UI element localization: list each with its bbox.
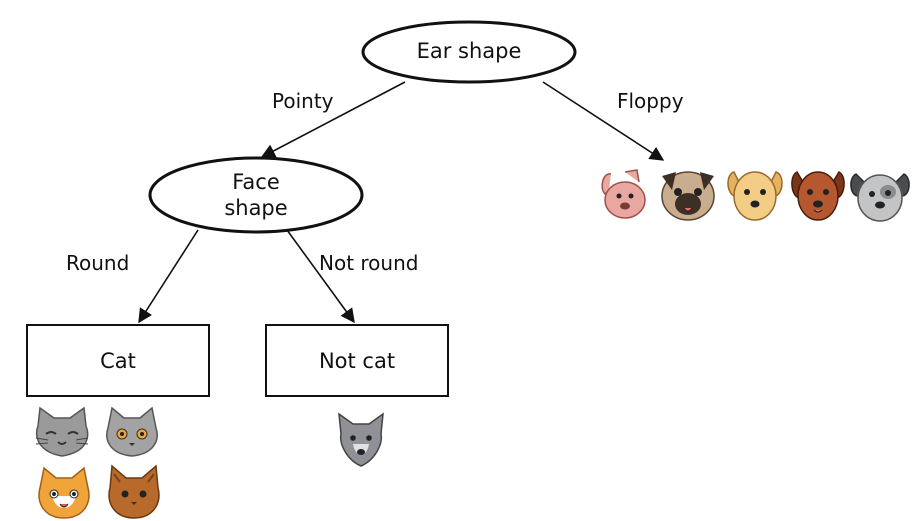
- face-node-label-line1: Face: [232, 170, 280, 194]
- edge-label-pointy: Pointy: [272, 89, 334, 113]
- edge-label-floppy: Floppy: [617, 89, 684, 113]
- edge-floppy-arrow: [542, 81, 665, 161]
- pink-pig-dog-icon: [601, 169, 646, 219]
- pug-icon: [661, 171, 715, 221]
- face-node-label-line2: shape: [224, 196, 288, 220]
- gray-dog-icon: [850, 173, 910, 222]
- edge-not-round-arrow: [286, 229, 355, 324]
- edge-pointy-arrow: [260, 81, 406, 158]
- edge-label-not-round: Not round: [319, 251, 419, 275]
- gray-wolf-icon: [338, 412, 384, 467]
- leaf-not-cat-label: Not cat: [318, 348, 396, 373]
- edge-label-round: Round: [66, 251, 130, 275]
- gray-cat-icon: [106, 406, 158, 457]
- orange-cat-icon: [38, 466, 90, 519]
- edge-round-arrow: [138, 229, 199, 324]
- leaf-cat-label: Cat: [100, 348, 136, 373]
- face-node-ellipse: [148, 156, 364, 234]
- gray-cat-icon: [35, 406, 89, 457]
- leaf-cat: Cat: [26, 324, 210, 397]
- leaf-not-cat: Not cat: [265, 324, 449, 397]
- face-node-label: Face shape: [156, 169, 356, 221]
- tan-dog-icon: [727, 171, 783, 221]
- brown-cat-icon: [108, 464, 160, 519]
- brown-dog-icon: [791, 171, 845, 221]
- root-node-ellipse: [361, 20, 577, 84]
- root-node-label: Ear shape: [416, 39, 522, 63]
